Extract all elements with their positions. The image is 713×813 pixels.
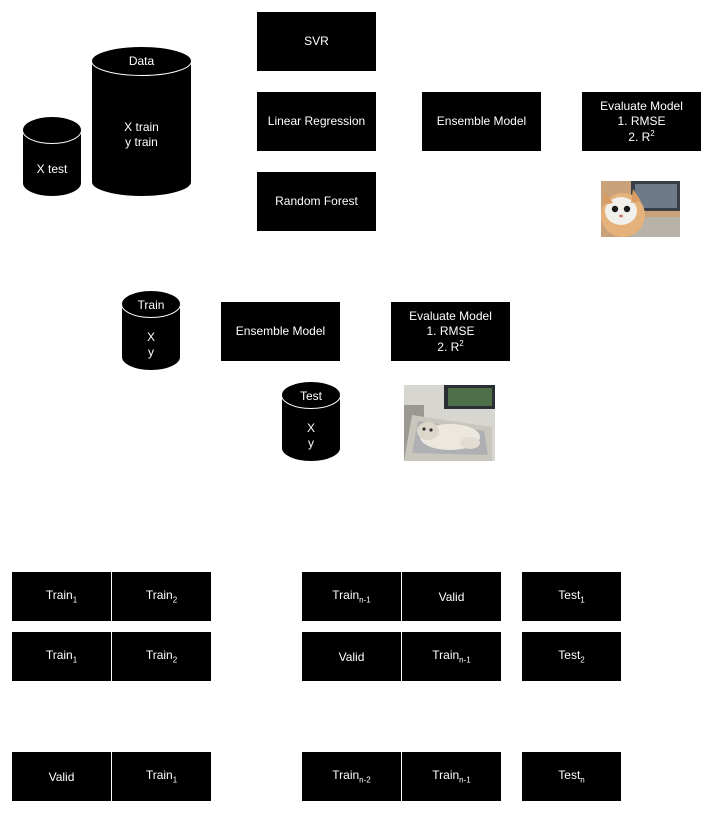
fold-3-left-cell-1-label: Valid: [48, 769, 75, 784]
fold-3-test-cell: Testn: [522, 752, 621, 801]
fold-3-test-cell-label: Testn: [558, 768, 585, 785]
fold-2-left-cell-1: Train1: [12, 632, 111, 681]
data-line1: X train: [124, 120, 159, 134]
fold-3-left-cell-2: Train1: [112, 752, 211, 801]
fold-2-left-cell-2-label: Train2: [145, 648, 178, 665]
test-title: Test: [299, 389, 322, 403]
ensemble-model-box-2: Ensemble Model: [221, 302, 340, 361]
fold-2-right-cell-2: Trainn-1: [402, 632, 501, 681]
evaluate-title: Evaluate Model: [600, 98, 683, 113]
fold-1-right-cell-1-label: Trainn-1: [332, 588, 371, 605]
ensemble-model-label: Ensemble Model: [436, 114, 527, 128]
train-line2: y: [148, 345, 154, 359]
svr-box: SVR: [257, 12, 376, 71]
fold-1-right-cell-1: Trainn-1: [302, 572, 401, 621]
fold-2-right-cell-2-label: Trainn-1: [432, 648, 471, 665]
fold-1-left-cell-2: Train2: [112, 572, 211, 621]
fold-2-test-cell: Test2: [522, 632, 621, 681]
evaluate-metric-rmse: 1. RMSE: [617, 113, 666, 128]
fold-1-left-cell-1: Train1: [12, 572, 111, 621]
fold-2-right-cell-1-label: Valid: [338, 649, 365, 664]
cylinder-shape: [22, 116, 82, 197]
fold-3-right-cell-2-label: Trainn-1: [432, 768, 471, 785]
fold-1-right-cell-2: Valid: [402, 572, 501, 621]
random-forest-label: Random Forest: [275, 194, 358, 208]
fold-3-left-cell-2-label: Train1: [145, 768, 178, 785]
xtest-cylinder: X test: [22, 116, 82, 197]
evaluate-metric-rmse-2: 1. RMSE: [426, 323, 475, 338]
cat-photo-2: [404, 385, 495, 461]
data-line2: y train: [125, 135, 158, 149]
fold-2-right-cell-1: Valid: [302, 632, 401, 681]
svr-label: SVR: [304, 34, 329, 48]
xtest-label: X test: [36, 162, 68, 176]
cylinder-shape: [91, 46, 192, 197]
fold-2-left-cell-2: Train2: [112, 632, 211, 681]
fold-3-right-cell-2: Trainn-1: [402, 752, 501, 801]
fold-1-test-cell: Test1: [522, 572, 621, 621]
train-cylinder: Train X y: [121, 290, 181, 371]
linear-regression-label: Linear Regression: [267, 114, 366, 128]
test-cylinder: Test X y: [281, 381, 341, 462]
test-line2: y: [308, 436, 314, 450]
evaluate-metric-r2: 2. R2: [628, 128, 655, 144]
evaluate-metric-r2-2: 2. R2: [437, 338, 464, 354]
fold-3-right-cell-1: Trainn-2: [302, 752, 401, 801]
evaluate-model-box: Evaluate Model 1. RMSE 2. R2: [582, 92, 701, 151]
data-cylinder: Data X train y train: [91, 46, 192, 197]
fold-1-left-cell-2-label: Train2: [145, 588, 178, 605]
cat-lying-on-laptop-icon: [404, 385, 495, 461]
cylinder-shape: [281, 381, 341, 462]
ensemble-model-box: Ensemble Model: [422, 92, 541, 151]
fold-1-test-cell-label: Test1: [558, 588, 585, 605]
evaluate-model-box-2: Evaluate Model 1. RMSE 2. R2: [391, 302, 510, 361]
data-title: Data: [128, 54, 155, 68]
cylinder-shape: [121, 290, 181, 371]
fold-3-right-cell-1-label: Trainn-2: [332, 768, 371, 785]
cat-photo-1: [601, 181, 680, 237]
test-line1: X: [306, 421, 315, 435]
fold-2-left-cell-1-label: Train1: [45, 648, 78, 665]
fold-2-test-cell-label: Test2: [558, 648, 585, 665]
fold-1-right-cell-2-label: Valid: [438, 589, 465, 604]
train-line1: X: [146, 330, 155, 344]
random-forest-box: Random Forest: [257, 172, 376, 231]
train-title: Train: [137, 298, 165, 312]
cat-on-laptop-icon: [601, 181, 680, 237]
ensemble-model-label-2: Ensemble Model: [235, 324, 326, 338]
fold-1-left-cell-1-label: Train1: [45, 588, 78, 605]
linear-regression-box: Linear Regression: [257, 92, 376, 151]
evaluate-title-2: Evaluate Model: [409, 308, 492, 323]
fold-3-left-cell-1: Valid: [12, 752, 111, 801]
